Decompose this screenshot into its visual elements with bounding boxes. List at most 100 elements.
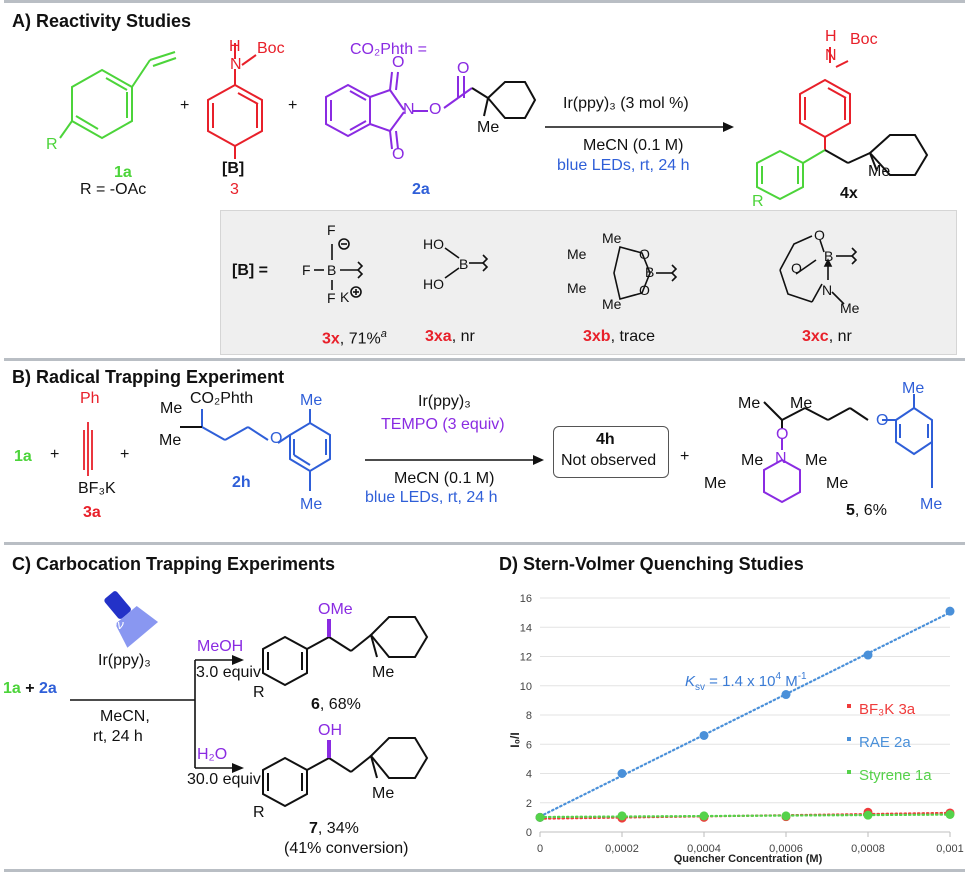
product-6-label: 6, 68% (311, 696, 361, 714)
product-7-r: R (253, 804, 265, 821)
alkyne-ph: Ph (80, 390, 100, 407)
cond-a-solvent: MeCN (0.1 M) (583, 137, 684, 154)
c-reactant-plus: + (20, 680, 40, 697)
legend-label-1: RAE 2a (859, 734, 911, 751)
product-4x-r: R (752, 193, 764, 210)
data-point-1 (617, 769, 627, 778)
product-4x-nh-h: H (825, 28, 837, 45)
y-tick-label: 10 (520, 681, 532, 693)
y-tick-label: 16 (520, 593, 532, 605)
data-point-2 (863, 810, 873, 820)
result-3xc-label: 3xc (802, 328, 829, 345)
c-catalyst: Ir(ppy)₃ (98, 652, 151, 669)
result-3xa: 3xa, nr (425, 328, 475, 346)
product-6-r: R (253, 684, 265, 701)
plus-2: + (288, 97, 298, 114)
product-4x-boc: Boc (850, 31, 878, 48)
boronic-acid-ho-top: HO (423, 236, 444, 252)
c-h2o-equiv: 30.0 equiv (187, 771, 261, 788)
adduct-me-3: Me (741, 452, 764, 469)
c-meoh: MeOH (197, 638, 244, 655)
ksv-exp: 4 (775, 671, 781, 682)
adduct-me-2: Me (790, 395, 813, 412)
cond-a-light: blue LEDs, rt, 24 h (557, 157, 690, 174)
plus-1: + (180, 97, 190, 114)
not-observed-4h: 4h (596, 431, 615, 448)
pin-me-3: Me (567, 280, 587, 296)
bf3k-k: K (340, 289, 350, 305)
adduct-o-aryl: O (876, 412, 889, 429)
bf3k-structure (314, 238, 364, 298)
c-solvent: MeCN, (100, 708, 150, 725)
b-plus-1: + (50, 446, 60, 463)
product-4x-structure (756, 47, 929, 201)
bf3k-f-top: F (327, 222, 336, 238)
product-7-structure (262, 737, 429, 808)
boronic-acid-structure (444, 247, 489, 279)
ksv-annotation: Ksv = 1.4 x 104 M-1 (685, 671, 807, 693)
y-tick-label: 12 (520, 652, 532, 664)
product-7-me: Me (372, 785, 395, 802)
adduct-me-5: Me (805, 452, 828, 469)
adduct-me-aryl-top: Me (902, 380, 925, 397)
dea-boronate-structure (779, 235, 858, 305)
x-tick-label: 0,0006 (769, 843, 803, 855)
branched-arrows (70, 655, 244, 773)
y-tick-label: 14 (520, 622, 532, 634)
ksv-unit: M (781, 673, 798, 690)
y-tick-label: 8 (526, 710, 532, 722)
legend-label-0: BF₃K 3a (859, 701, 916, 718)
not-observed-text: Not observed (561, 452, 657, 469)
product-6-structure (262, 616, 429, 687)
rae-2h-me-top: Me (300, 392, 323, 409)
y-axis-label: I₀/I (508, 732, 522, 747)
label-3: 3 (230, 181, 239, 198)
product-7-oh: OH (318, 722, 342, 739)
co2phth-definition: CO₂Phth = (350, 41, 427, 58)
dea-n: N (822, 282, 833, 298)
pinacol-boronate-structure (613, 246, 678, 300)
data-point-1 (781, 690, 791, 700)
r-definition: R = -OAc (80, 181, 147, 198)
adduct-n: N (775, 450, 787, 467)
legend-marker-0 (847, 704, 851, 708)
result-3xc: 3xc, nr (802, 328, 852, 346)
label-1a: 1a (114, 164, 132, 181)
boc-aniline-boron-3-structure (207, 43, 263, 159)
result-3xa-label: 3xa (425, 328, 452, 345)
x-tick-label: 0,0002 (605, 843, 639, 855)
adduct-o-aminoxy: O (776, 426, 789, 443)
bottom-separator (4, 869, 965, 872)
rae-2h-structure (180, 409, 331, 491)
adduct-me-aryl-bottom: Me (920, 496, 943, 513)
rae-o-ester: O (457, 60, 470, 77)
result-3xa-value: , nr (451, 328, 475, 345)
y-tick-label: 6 (526, 739, 532, 751)
cond-b-solvent: MeCN (0.1 M) (394, 470, 495, 487)
data-point-2 (535, 812, 545, 822)
adduct-me-6: Me (826, 475, 849, 492)
product-7-yield: , 34% (317, 820, 359, 837)
c-conditions: rt, 24 h (93, 728, 143, 745)
product-4x-me: Me (868, 163, 891, 180)
result-3xb-value: , trace (610, 328, 656, 345)
pin-me-2: Me (567, 246, 587, 262)
rae-2h-o: O (270, 430, 283, 447)
product-7-label: 7, 34% (309, 820, 359, 838)
rae-2h-me-2: Me (159, 432, 182, 449)
result-3xb-label: 3xb (583, 328, 611, 345)
dea-me: Me (840, 300, 860, 316)
data-point-2 (699, 811, 709, 821)
data-point-1 (945, 606, 955, 616)
boron-equals-label: [B] = (232, 262, 268, 279)
trendline-1 (538, 611, 952, 818)
product-6-me: Me (372, 664, 395, 681)
x-tick-label: 0 (537, 843, 543, 855)
adduct-yield-5: , 6% (854, 502, 887, 519)
b-label-1a: 1a (14, 448, 32, 465)
adduct-label-5: 5 (846, 502, 855, 519)
b-label-3a: 3a (83, 504, 101, 521)
cond-b-catalyst: Ir(ppy)₃ (418, 393, 471, 410)
bf3k-f-left: F (302, 262, 311, 278)
product-7-conversion: (41% conversion) (284, 840, 409, 857)
